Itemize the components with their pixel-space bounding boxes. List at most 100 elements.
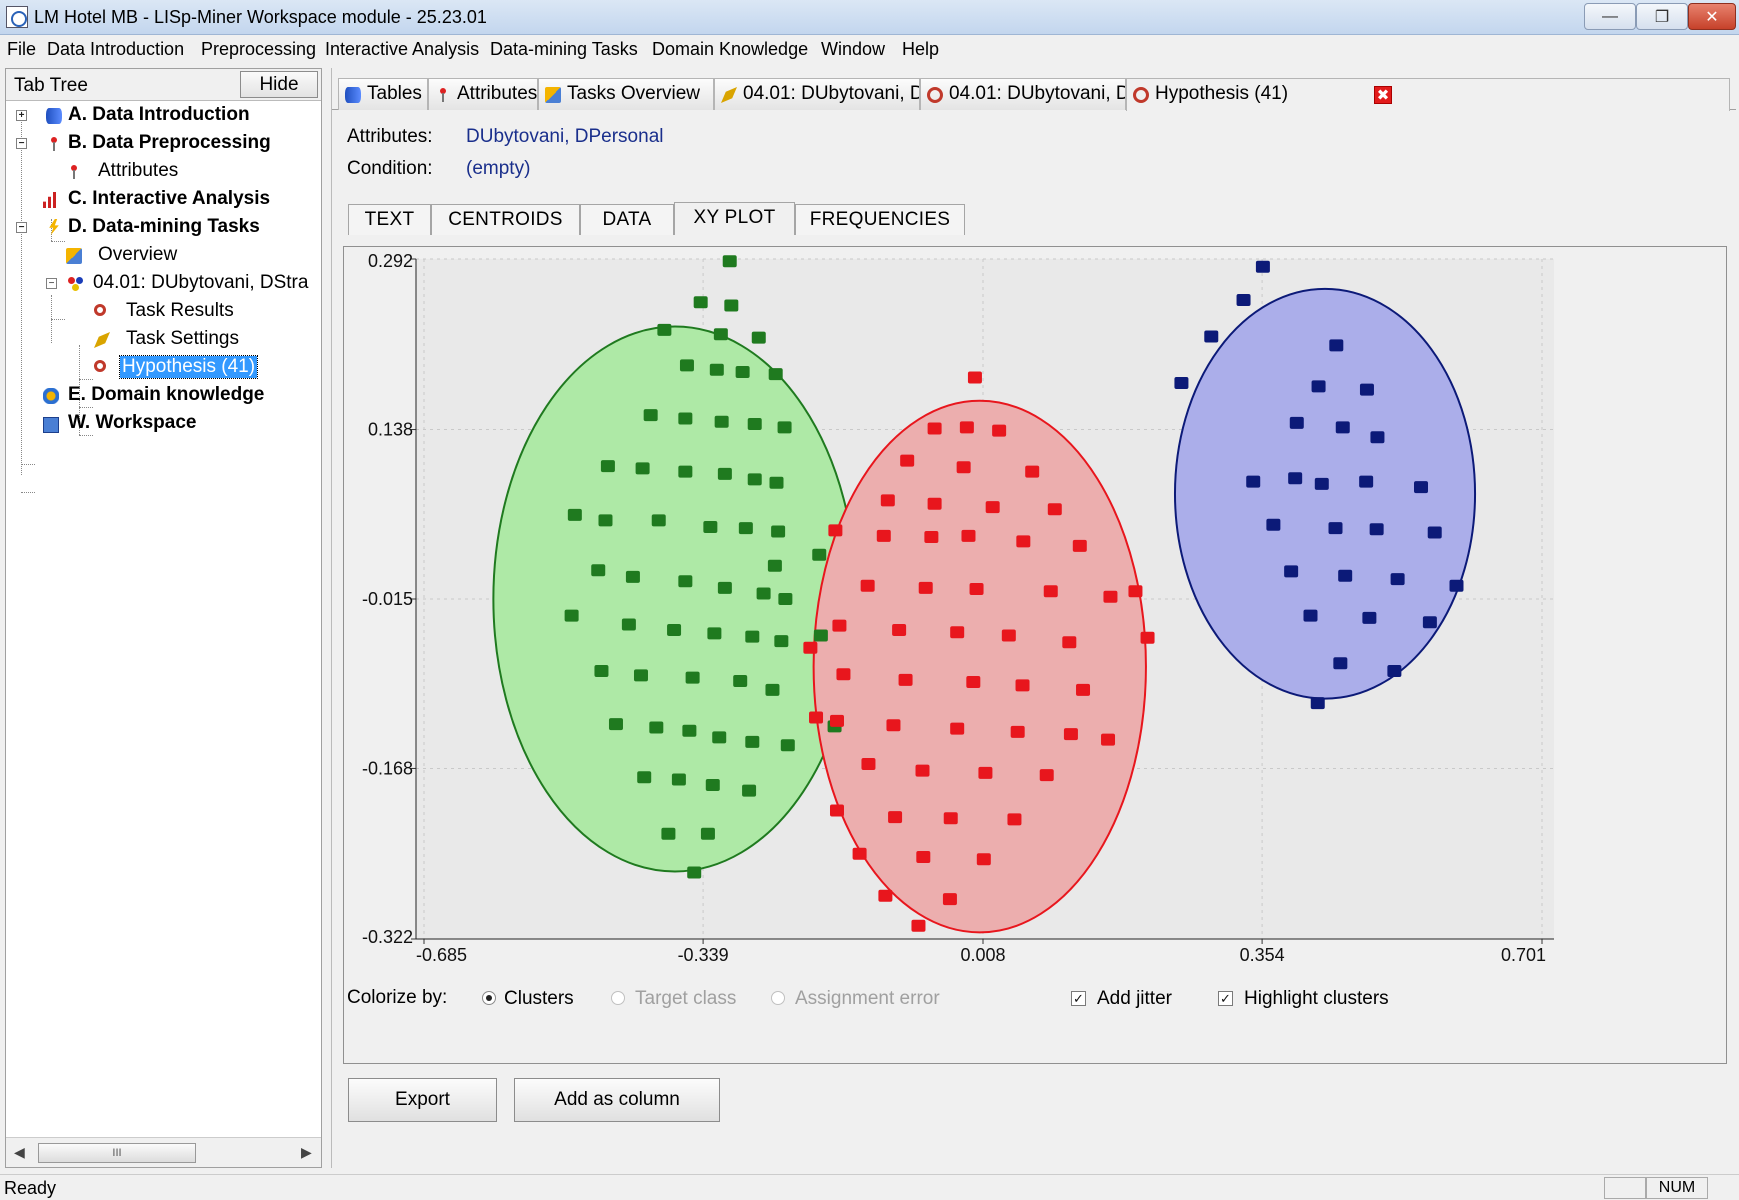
collapse-icon[interactable]: − bbox=[16, 222, 27, 233]
data-point bbox=[900, 454, 915, 467]
tab-attributes[interactable]: Attributes bbox=[428, 78, 538, 110]
tree-item-workspace[interactable]: W. Workspace bbox=[16, 412, 316, 436]
data-point bbox=[978, 766, 993, 779]
data-point bbox=[876, 529, 891, 542]
data-point bbox=[745, 630, 760, 643]
settings-icon bbox=[94, 332, 110, 348]
scroll-right-icon[interactable]: ▶ bbox=[301, 1144, 312, 1160]
data-point bbox=[682, 724, 697, 737]
data-point bbox=[678, 412, 693, 425]
data-point bbox=[1204, 330, 1219, 343]
data-point bbox=[1015, 679, 1030, 692]
radio-target-class[interactable] bbox=[611, 991, 625, 1005]
menu-help[interactable]: Help bbox=[902, 39, 940, 59]
menu-file[interactable]: File bbox=[7, 39, 37, 59]
tab-task-settings[interactable]: 04.01: DUbytovani, D.. bbox=[714, 78, 920, 110]
data-point bbox=[1369, 523, 1384, 536]
tree-item-label: C. Interactive Analysis bbox=[68, 188, 271, 209]
tree-item-overview[interactable]: Overview bbox=[66, 244, 316, 268]
data-point bbox=[836, 668, 851, 681]
data-point bbox=[777, 421, 792, 434]
data-point bbox=[707, 627, 722, 640]
tree-item-hypothesis[interactable]: Hypothesis (41) bbox=[94, 355, 316, 380]
scroll-left-icon[interactable]: ◀ bbox=[14, 1144, 25, 1160]
tree-item-task-settings[interactable]: Task Settings bbox=[94, 328, 316, 352]
data-point bbox=[1062, 636, 1077, 649]
data-point bbox=[747, 473, 762, 486]
close-tab-icon[interactable]: ✖ bbox=[1374, 86, 1392, 104]
data-point bbox=[852, 847, 867, 860]
data-point bbox=[621, 618, 636, 631]
data-point bbox=[1314, 477, 1329, 490]
data-point bbox=[1427, 526, 1442, 539]
tree-horizontal-scrollbar[interactable]: ◀ III ▶ bbox=[6, 1137, 321, 1167]
tab-hypothesis[interactable]: Hypothesis (41) bbox=[1126, 78, 1730, 111]
tab-tree-header: Tab Tree Hide bbox=[6, 69, 321, 101]
add-jitter-checkbox[interactable]: ✓ bbox=[1071, 991, 1086, 1006]
hide-button[interactable]: Hide bbox=[240, 71, 318, 98]
expand-icon[interactable]: + bbox=[16, 110, 27, 121]
menu-data-introduction[interactable]: Data Introduction bbox=[47, 39, 185, 59]
collapse-icon[interactable]: − bbox=[46, 278, 57, 289]
radio-clusters[interactable] bbox=[482, 991, 496, 1005]
collapse-icon[interactable]: − bbox=[16, 138, 27, 149]
y-tick-label: -0.322 bbox=[362, 927, 413, 947]
tree-item-domain-knowledge[interactable]: E. Domain knowledge bbox=[16, 384, 316, 408]
data-point bbox=[747, 418, 762, 431]
scroll-thumb[interactable]: III bbox=[38, 1143, 196, 1163]
data-point bbox=[679, 359, 694, 372]
bar-chart-icon bbox=[43, 192, 59, 208]
tree-item-data-mining-tasks[interactable]: − D. Data-mining Tasks bbox=[16, 216, 316, 240]
tree-item-data-introduction[interactable]: + A. Data Introduction bbox=[16, 104, 316, 128]
data-point bbox=[1335, 421, 1350, 434]
menu-data-mining-tasks[interactable]: Data-mining Tasks bbox=[490, 39, 638, 59]
tab-task-results[interactable]: 04.01: DUbytovani, D.. bbox=[920, 78, 1126, 110]
add-as-column-button[interactable]: Add as column bbox=[514, 1078, 720, 1122]
tab-frequencies[interactable]: FREQUENCIES bbox=[795, 204, 965, 235]
tree-item-task[interactable]: − 04.01: DUbytovani, DStra bbox=[44, 272, 316, 296]
data-point bbox=[600, 460, 615, 473]
data-point bbox=[722, 255, 737, 268]
minimize-button[interactable]: — bbox=[1584, 3, 1636, 30]
menu-interactive-analysis[interactable]: Interactive Analysis bbox=[325, 39, 480, 59]
tab-xy-plot[interactable]: XY PLOT bbox=[674, 202, 795, 235]
magnifier-icon bbox=[94, 304, 106, 316]
tab-tables[interactable]: Tables bbox=[338, 78, 428, 110]
attributes-label: Attributes: bbox=[347, 126, 433, 147]
radio-assignment-error[interactable] bbox=[771, 991, 785, 1005]
attributes-value: DUbytovani, DPersonal bbox=[466, 126, 664, 147]
data-point bbox=[635, 462, 650, 475]
task-results-icon bbox=[927, 87, 943, 103]
data-point bbox=[927, 497, 942, 510]
data-point bbox=[1039, 769, 1054, 782]
app-icon bbox=[6, 6, 28, 28]
data-point bbox=[1390, 573, 1405, 586]
tab-text[interactable]: TEXT bbox=[348, 204, 431, 235]
tab-tasks-overview[interactable]: Tasks Overview bbox=[538, 78, 714, 110]
tree-item-data-preprocessing[interactable]: − B. Data Preprocessing bbox=[16, 132, 316, 156]
tree-item-interactive-analysis[interactable]: C. Interactive Analysis bbox=[16, 188, 316, 212]
export-button[interactable]: Export bbox=[348, 1078, 497, 1122]
menu-domain-knowledge[interactable]: Domain Knowledge bbox=[652, 39, 809, 59]
data-point bbox=[976, 853, 991, 866]
data-point bbox=[1140, 631, 1155, 644]
restore-button[interactable]: ❐ bbox=[1636, 3, 1688, 30]
num-lock-indicator: NUM bbox=[1646, 1177, 1708, 1199]
tab-centroids[interactable]: CENTROIDS bbox=[431, 204, 580, 235]
tree-item-attributes[interactable]: Attributes bbox=[66, 160, 316, 184]
data-point bbox=[756, 587, 771, 600]
task-settings-icon bbox=[721, 87, 737, 103]
close-window-button[interactable]: ✕ bbox=[1688, 3, 1736, 30]
data-point bbox=[1359, 475, 1374, 488]
tab-data[interactable]: DATA bbox=[580, 204, 674, 235]
tree-item-label: 04.01: DUbytovani, DStra bbox=[93, 272, 309, 293]
data-point bbox=[861, 758, 876, 771]
tree-item-task-results[interactable]: Task Results bbox=[94, 300, 316, 324]
data-point bbox=[678, 465, 693, 478]
highlight-clusters-checkbox[interactable]: ✓ bbox=[1218, 991, 1233, 1006]
data-point bbox=[1288, 472, 1303, 485]
menu-window[interactable]: Window bbox=[821, 39, 886, 59]
menu-preprocessing[interactable]: Preprocessing bbox=[201, 39, 317, 59]
